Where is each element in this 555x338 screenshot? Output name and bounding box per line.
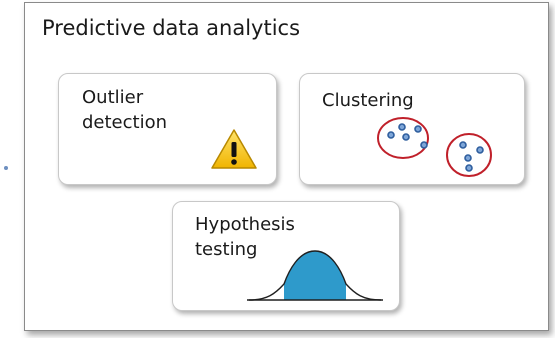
cluster-dots-icon [377, 117, 492, 177]
outlier-detection-label: Outlier detection [82, 87, 168, 133]
hypothesis-testing-card: Hypothesis testing [172, 201, 400, 311]
outlier-detection-card: Outlier detection [58, 73, 277, 185]
bell-curve-icon [247, 250, 383, 301]
hypothesis-testing-label: Hypothesis testing [195, 214, 295, 260]
warning-icon [211, 129, 257, 169]
clustering-card: Clustering [299, 73, 525, 185]
diagram-frame: Predictive data analytics Outlier detect… [24, 2, 549, 331]
diagram-title: Predictive data analytics [42, 16, 301, 40]
edge-marker [4, 166, 8, 170]
clustering-label: Clustering [322, 90, 414, 111]
